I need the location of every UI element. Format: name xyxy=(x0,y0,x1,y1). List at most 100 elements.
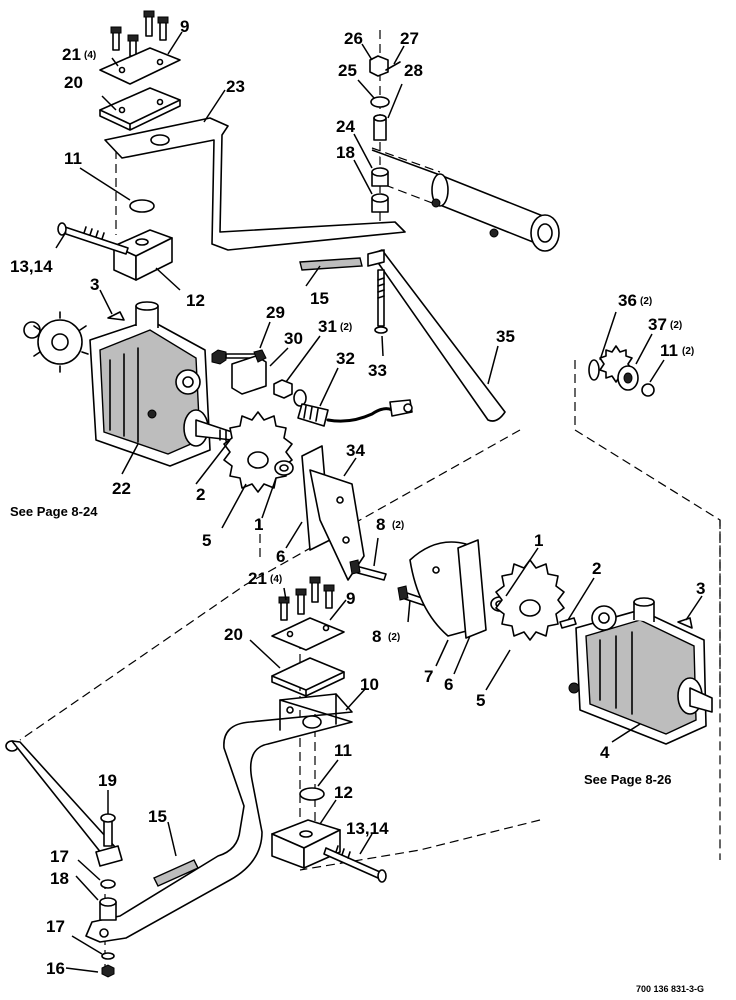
nut-26 xyxy=(369,55,389,77)
callout-21-lower: 21 xyxy=(248,569,267,588)
bolt-13-14-lower xyxy=(323,845,387,883)
callout-11-lower: 11 xyxy=(334,741,352,760)
callout-33: 33 xyxy=(368,361,387,380)
callout-6-left: 6 xyxy=(276,547,285,566)
callout-34: 34 xyxy=(346,441,365,460)
callout-31: 31 xyxy=(318,317,337,336)
callout-18-lower: 18 xyxy=(50,869,69,888)
note-see-page-right: See Page 8-26 xyxy=(584,772,671,787)
callout-36: 36 xyxy=(618,291,637,310)
callout-20-lower: 20 xyxy=(224,625,243,644)
callout-15-top: 15 xyxy=(310,289,329,308)
upper-mounting-bracket-group xyxy=(57,10,406,281)
left-pump-assembly xyxy=(23,301,233,467)
bolt-8-left xyxy=(349,559,387,581)
callout-3-left: 3 xyxy=(90,275,99,294)
nut-16 xyxy=(101,964,115,978)
plate-9-lower xyxy=(271,617,345,651)
callout-5-left: 5 xyxy=(202,531,211,550)
ring-11-top xyxy=(129,199,155,213)
callout-7: 7 xyxy=(424,667,433,686)
plate-9-top xyxy=(99,47,181,85)
callout-8-upper-qty: (2) xyxy=(392,520,404,531)
callout-20-top: 20 xyxy=(64,73,83,92)
nut-31 xyxy=(273,379,307,407)
washer-25 xyxy=(370,96,390,108)
speed-sensor-group xyxy=(211,349,413,427)
callout-32: 32 xyxy=(336,349,355,368)
bolt-19 xyxy=(100,813,116,847)
cotter-pin-27 xyxy=(385,61,401,71)
nut-29 xyxy=(211,349,227,365)
rod-lower-left xyxy=(5,740,123,867)
callout-13-14-top: 13,14 xyxy=(10,257,53,276)
right-drive-hardware xyxy=(397,539,713,745)
callout-29: 29 xyxy=(266,303,285,322)
callout-labels: 21 (4) 9 20 23 11 13,14 12 3 15 26 27 25… xyxy=(10,17,705,994)
callout-10: 10 xyxy=(360,675,379,694)
callout-8-upper: 8 xyxy=(376,515,385,534)
snap-ring-11-right xyxy=(641,383,655,397)
callout-28: 28 xyxy=(404,61,423,80)
callout-3-right: 3 xyxy=(696,579,705,598)
bracket-6-right xyxy=(457,539,487,639)
bracket-7 xyxy=(409,541,471,637)
callout-24: 24 xyxy=(336,117,355,136)
callout-9-top: 9 xyxy=(180,17,189,36)
callout-12-top: 12 xyxy=(186,291,205,310)
key-3-right xyxy=(677,617,693,629)
bracket-23 xyxy=(104,117,406,251)
note-see-page-left: See Page 8-24 xyxy=(10,504,98,519)
callout-26: 26 xyxy=(344,29,363,48)
key-15-lower xyxy=(153,859,199,887)
callout-2-left: 2 xyxy=(196,485,205,504)
callout-11-right: 11 xyxy=(660,341,678,360)
callout-17-upper: 17 xyxy=(50,847,69,866)
callout-11-right-qty: (2) xyxy=(682,346,694,357)
sensor-32 xyxy=(297,399,413,427)
bolt-21-lower xyxy=(278,576,335,621)
rod-35 xyxy=(371,249,506,422)
callout-27: 27 xyxy=(400,29,419,48)
snap-ring-36 xyxy=(588,359,600,381)
callout-18-top: 18 xyxy=(336,143,355,162)
callout-19: 19 xyxy=(98,771,117,790)
callout-11-top: 11 xyxy=(64,149,82,168)
callout-35: 35 xyxy=(496,327,515,346)
callout-23: 23 xyxy=(226,77,245,96)
callout-37-qty: (2) xyxy=(670,320,682,331)
key-3-left xyxy=(107,311,125,321)
callout-21-top: 21 xyxy=(62,45,81,64)
callout-8-lower-qty: (2) xyxy=(388,632,400,643)
callout-2-right: 2 xyxy=(592,559,601,578)
callout-6-right: 6 xyxy=(444,675,453,694)
bracket-30 xyxy=(231,355,267,395)
callout-17-lower: 17 xyxy=(46,917,65,936)
callout-1-left: 1 xyxy=(254,515,263,534)
snap-ring-left xyxy=(23,321,41,339)
callout-13-14-lower: 13,14 xyxy=(346,819,389,838)
callout-15-lower: 15 xyxy=(148,807,167,826)
callout-16: 16 xyxy=(46,959,65,978)
callout-4: 4 xyxy=(600,743,610,762)
washer-17-b xyxy=(101,952,115,960)
pin-2-right xyxy=(559,617,577,629)
bracket-10 xyxy=(85,693,353,943)
callout-36-qty: (2) xyxy=(640,296,652,307)
callout-5-right: 5 xyxy=(476,691,485,710)
bolt-13-14-top xyxy=(59,225,129,255)
key-15-top xyxy=(299,257,363,271)
callout-37: 37 xyxy=(648,315,667,334)
right-sprocket-group xyxy=(588,345,655,397)
drawing-number: 700 136 831-3-G xyxy=(636,984,704,994)
callout-21-top-qty: (4) xyxy=(84,50,96,61)
sprocket-5-right xyxy=(495,559,565,641)
callout-30: 30 xyxy=(284,329,303,348)
left-drive-hardware xyxy=(223,411,387,581)
callout-12-lower: 12 xyxy=(334,783,353,802)
washer-17-a xyxy=(100,879,116,889)
hub-1-left xyxy=(274,460,294,476)
callout-8-lower: 8 xyxy=(372,627,381,646)
bolt-21-top xyxy=(110,10,169,57)
